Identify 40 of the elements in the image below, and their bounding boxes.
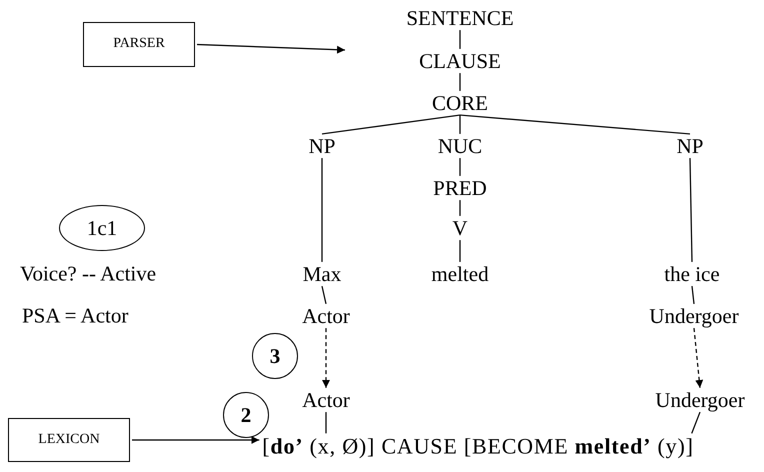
- tree-node-label: Undergoer: [648, 304, 740, 328]
- arrow: [196, 44, 346, 54]
- module-box: LEXICON: [8, 418, 130, 462]
- tree-branch: [459, 158, 461, 176]
- tree-branch: [689, 158, 693, 262]
- tree-branch: [459, 240, 461, 262]
- tree-branch: [459, 73, 461, 91]
- tree-branch: [460, 114, 690, 135]
- dashed-arrow: [322, 328, 330, 388]
- tree-node-label: NP: [308, 134, 336, 158]
- tree-branch: [459, 115, 461, 134]
- tree-node-label: NUC: [436, 134, 484, 158]
- annotation-text: Voice? -- Active: [20, 262, 156, 286]
- tree-node-label: Max: [302, 262, 342, 286]
- step-number-circle: 3: [252, 333, 298, 379]
- annotation-text: PSA = Actor: [22, 304, 128, 328]
- step-number-circle: 2: [223, 392, 269, 438]
- tree-branch: [691, 412, 701, 434]
- tree-branch: [459, 30, 461, 49]
- tree-node-label: SENTENCE: [405, 6, 515, 30]
- tree-node-label: PRED: [432, 176, 488, 200]
- tree-node-label: Actor: [301, 304, 351, 328]
- tree-node-label: NP: [676, 134, 704, 158]
- tree-node-label: Actor: [301, 388, 351, 412]
- tree-node-label: CLAUSE: [418, 48, 502, 74]
- tree-branch: [322, 114, 460, 135]
- tree-node-label: CORE: [431, 90, 489, 116]
- tree-branch: [321, 158, 323, 262]
- tree-branch: [321, 286, 327, 304]
- step-ellipse: 1c1: [59, 205, 145, 251]
- tree-branch: [459, 200, 461, 216]
- module-box: PARSER: [83, 22, 195, 67]
- arrow: [132, 436, 260, 444]
- tree-branch: [325, 412, 327, 434]
- dashed-arrow: [693, 328, 704, 388]
- tree-node-label: Undergoer: [654, 388, 746, 412]
- tree-node-label: melted: [430, 262, 490, 286]
- tree-node-label: V: [451, 216, 469, 240]
- tree-branch: [691, 286, 695, 304]
- tree-node-label: the ice: [663, 262, 721, 286]
